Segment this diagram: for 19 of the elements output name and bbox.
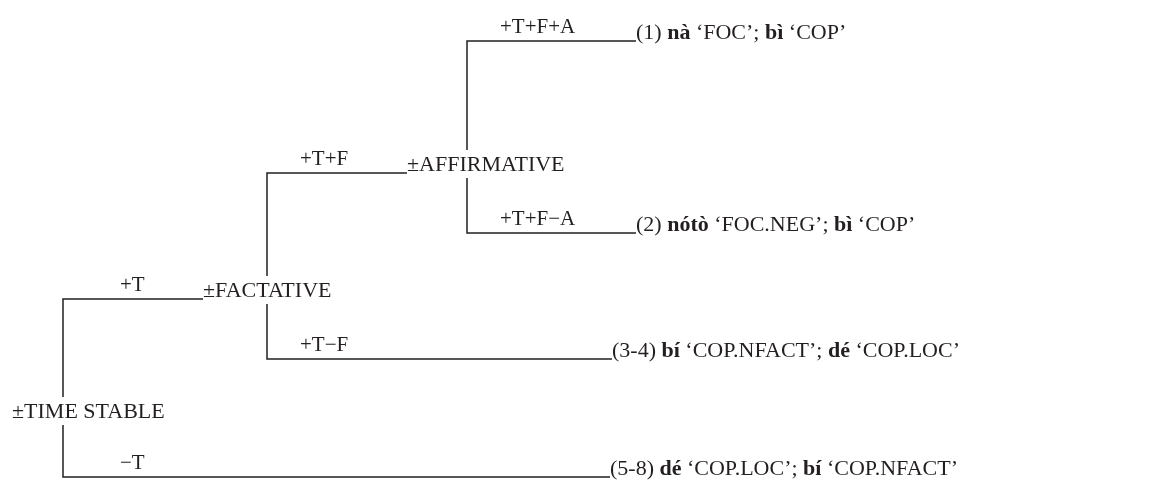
tree-node-label: (5-8) dé ‘COP.LOC’; bí ‘COP.NFACT’ xyxy=(610,454,958,482)
edge-label: −T xyxy=(120,449,145,475)
tree-node-label: (2) nótò ‘FOC.NEG’; bì ‘COP’ xyxy=(636,210,916,238)
tree-branch-line xyxy=(466,177,637,234)
tree-node-label: (1) nà ‘FOC’; bì ‘COP’ xyxy=(636,18,847,46)
tree-branch-line xyxy=(266,303,613,360)
tree-branch-line xyxy=(62,298,204,398)
edge-label: +T−F xyxy=(300,331,349,357)
tree-node-label: ±AFFIRMATIVE xyxy=(407,150,565,178)
tree-node-label: ±TIME STABLE xyxy=(12,397,165,425)
tree-branch-line xyxy=(62,424,611,478)
tree-node-label: (3-4) bí ‘COP.NFACT’; dé ‘COP.LOC’ xyxy=(612,336,960,364)
tree-node-label: ±FACTATIVE xyxy=(203,276,332,304)
edge-label: +T+F+A xyxy=(500,13,576,39)
edge-label: +T xyxy=(120,271,145,297)
tree-branch-line xyxy=(266,172,408,277)
edge-label: +T+F−A xyxy=(500,205,576,231)
tree-branch-line xyxy=(466,40,637,151)
edge-label: +T+F xyxy=(300,145,349,171)
